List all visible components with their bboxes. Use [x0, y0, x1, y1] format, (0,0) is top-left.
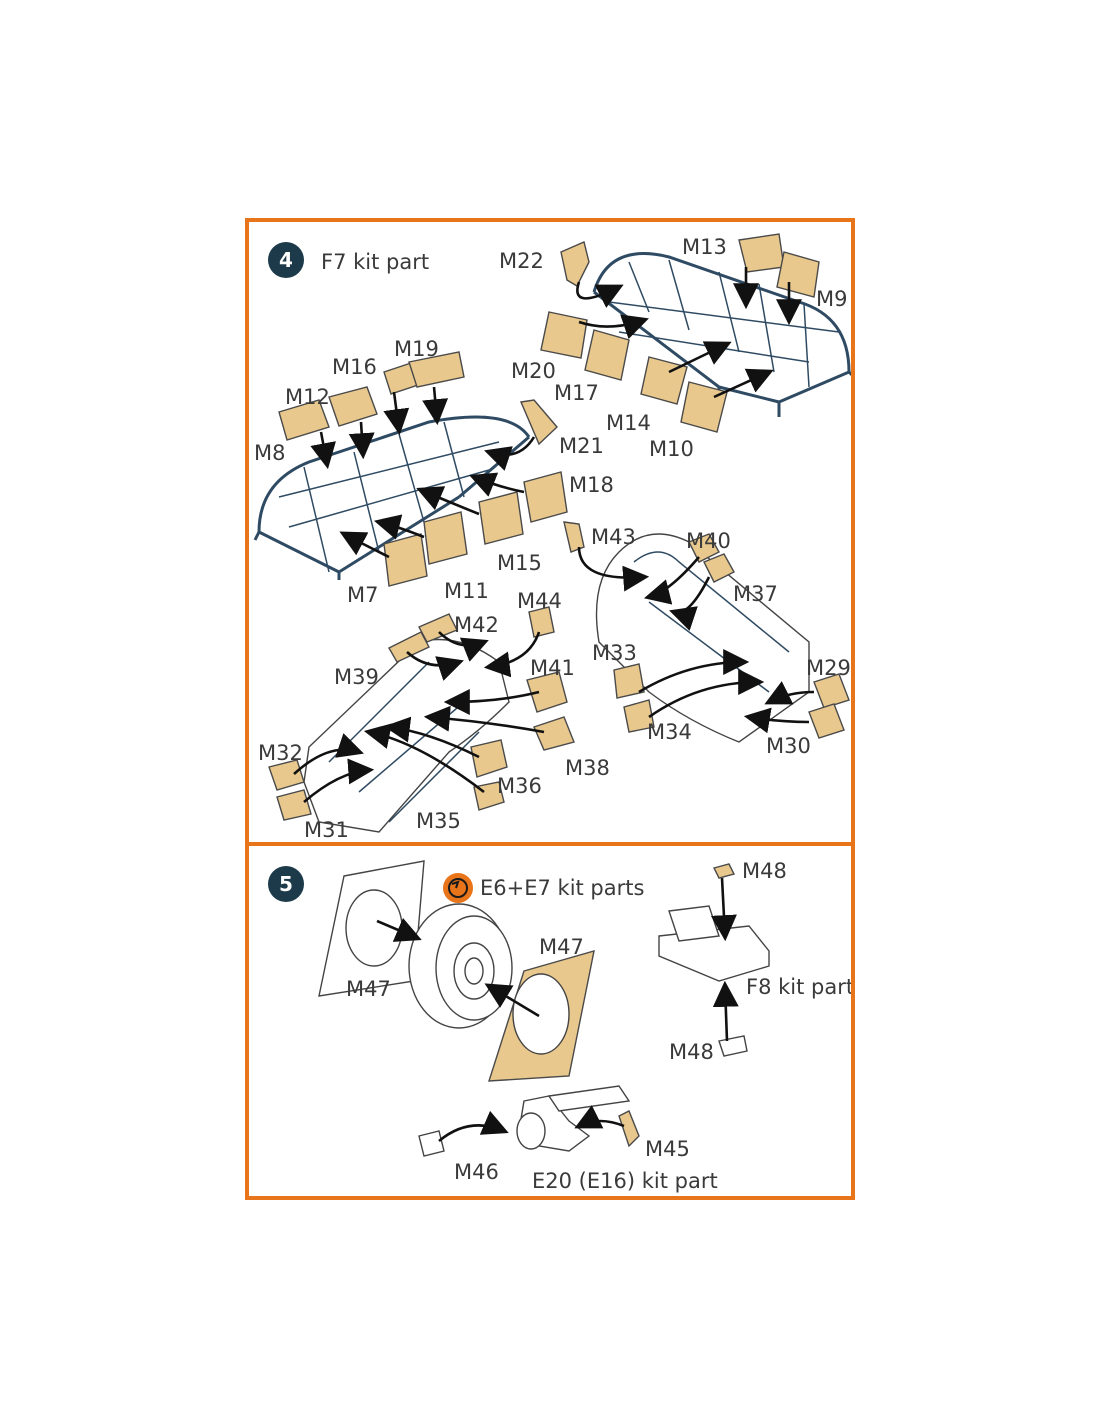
label-m40: M40 — [686, 529, 731, 553]
label-m48-bottom: M48 — [669, 1040, 714, 1064]
label-m11: M11 — [444, 579, 489, 603]
label-m37: M37 — [733, 582, 778, 606]
label-m48-top: M48 — [742, 859, 787, 883]
arrows-left-canopy — [310, 386, 536, 559]
label-m33: M33 — [592, 641, 637, 665]
label-m46: M46 — [454, 1160, 499, 1184]
kit-note: F7 kit part — [321, 250, 429, 274]
part-labels-step-4: M22 M13 M9 M20 M17 M14 M10 M19 M16 M12 M… — [254, 235, 851, 842]
label-m39: M39 — [334, 665, 379, 689]
label-m43: M43 — [591, 525, 636, 549]
label-m45: M45 — [645, 1137, 690, 1161]
wheel-assembly — [318, 860, 595, 1082]
step-number: 5 — [279, 872, 293, 896]
label-m14: M14 — [606, 411, 651, 435]
label-m13: M13 — [682, 235, 727, 259]
step-number: 4 — [279, 248, 293, 272]
part-labels-step-5: M47 M47 M48 F8 kit part M48 M45 M46 E20 … — [346, 859, 851, 1193]
kit-note: E6+E7 kit parts — [480, 876, 644, 900]
step-number-badge: 5 — [268, 866, 304, 902]
label-m10: M10 — [649, 437, 694, 461]
step-4-panel: 4 F7 kit part — [245, 218, 855, 846]
step-5-panel: 5 E6+E7 kit parts M4 — [245, 842, 855, 1200]
label-m20: M20 — [511, 359, 556, 383]
label-m12: M12 — [285, 385, 330, 409]
label-m21: M21 — [559, 434, 604, 458]
label-m41: M41 — [530, 656, 575, 680]
label-m8: M8 — [254, 441, 285, 465]
label-m29: M29 — [806, 656, 851, 680]
step-4-diagram: 4 F7 kit part — [253, 233, 851, 842]
label-m44: M44 — [517, 589, 562, 613]
label-m34: M34 — [647, 720, 692, 744]
cockpit-left — [268, 606, 575, 833]
label-m19: M19 — [394, 337, 439, 361]
cockpit-right — [563, 521, 850, 743]
label-m32: M32 — [258, 741, 303, 765]
arrows-right-canopy — [576, 267, 802, 399]
label-m47-right: M47 — [539, 935, 584, 959]
label-m17: M17 — [554, 381, 599, 405]
rotate-icon — [443, 873, 473, 903]
label-m47-left: M47 — [346, 977, 391, 1001]
label-m35: M35 — [416, 809, 461, 833]
label-m16: M16 — [332, 355, 377, 379]
landing-strut — [418, 1085, 640, 1157]
label-m36: M36 — [497, 774, 542, 798]
label-m18: M18 — [569, 473, 614, 497]
step-5-diagram: 5 E6+E7 kit parts M4 — [268, 859, 851, 1193]
masks-left-canopy — [278, 351, 568, 587]
label-m38: M38 — [565, 756, 610, 780]
label-e20-kit-part: E20 (E16) kit part — [532, 1169, 718, 1193]
label-m30: M30 — [766, 734, 811, 758]
label-m42: M42 — [454, 613, 499, 637]
label-m9: M9 — [816, 287, 847, 311]
label-m7: M7 — [347, 583, 378, 607]
wheel-bay-part — [658, 863, 770, 1057]
step-number-badge: 4 — [268, 242, 304, 278]
label-m22: M22 — [499, 249, 544, 273]
label-m31: M31 — [304, 818, 349, 842]
label-f8-kit-part: F8 kit part — [746, 975, 851, 999]
masks-right-canopy — [540, 233, 820, 433]
label-m15: M15 — [497, 551, 542, 575]
